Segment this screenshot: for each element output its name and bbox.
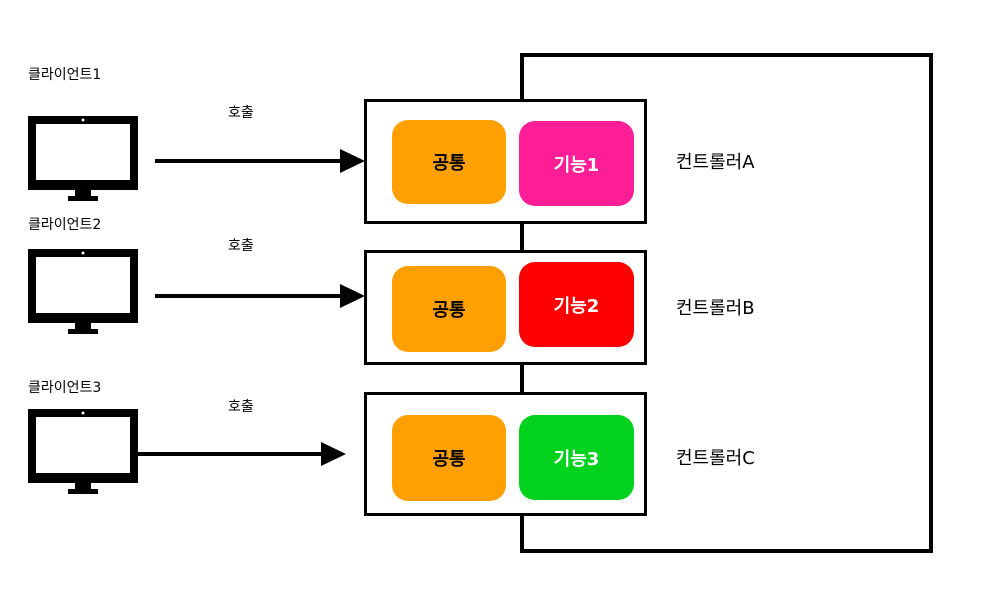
client-label-2: 클라이언트2 — [28, 217, 102, 233]
call-label-1: 호출 — [228, 105, 254, 121]
call-label-3: 호출 — [228, 399, 254, 415]
call-arrow-3 — [138, 442, 346, 466]
common-module: 공통 — [392, 120, 506, 204]
controller-box-b: 공통 기능2 — [364, 250, 647, 365]
common-module: 공통 — [392, 266, 506, 352]
call-label-2: 호출 — [228, 238, 254, 254]
call-arrow-2 — [155, 284, 365, 308]
controller-label-b: 컨트롤러B — [676, 298, 755, 319]
feature-module-3: 기능3 — [519, 415, 634, 500]
call-arrow-1 — [155, 149, 365, 173]
controller-label-a: 컨트롤러A — [676, 152, 755, 173]
client-label-3: 클라이언트3 — [28, 380, 102, 396]
controller-box-a: 공통 기능1 — [364, 99, 647, 224]
controller-box-c: 공통 기능3 — [364, 392, 647, 516]
feature-module-2: 기능2 — [519, 262, 634, 347]
controller-label-c: 컨트롤러C — [676, 448, 755, 469]
feature-module-1: 기능1 — [519, 121, 634, 206]
monitor-icon — [28, 409, 138, 494]
common-module: 공통 — [392, 415, 506, 501]
monitor-icon — [28, 249, 138, 334]
monitor-icon — [28, 116, 138, 201]
client-label-1: 클라이언트1 — [28, 67, 102, 83]
